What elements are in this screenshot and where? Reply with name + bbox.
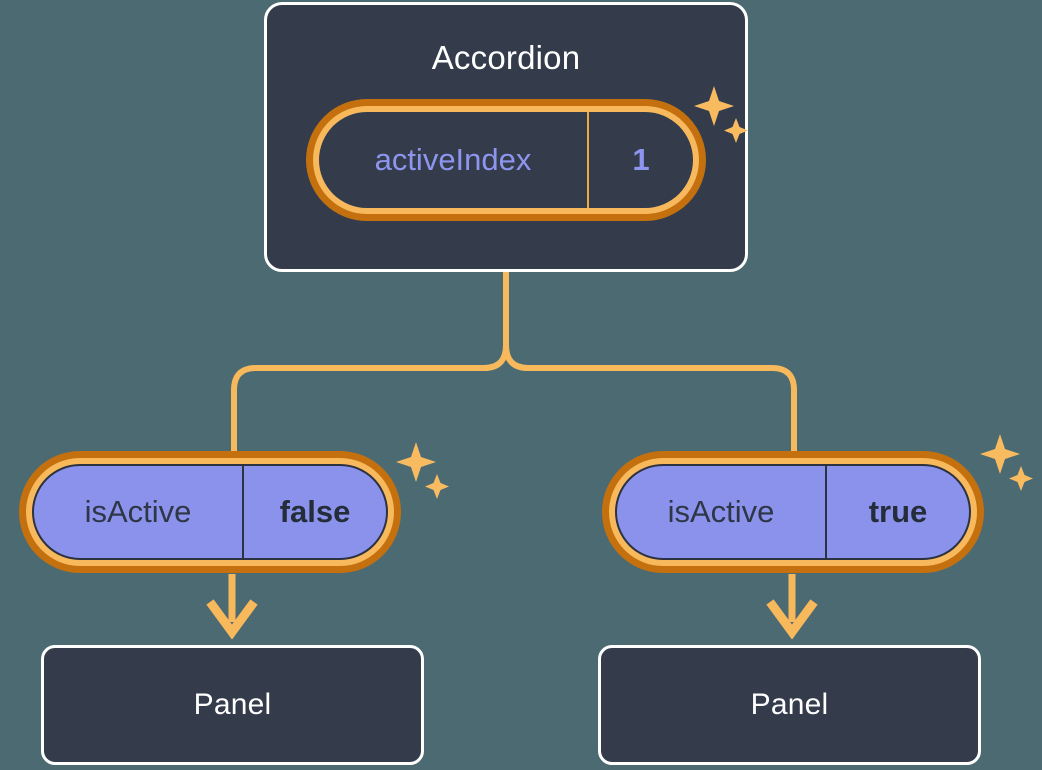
prop-badge-is-active-false[interactable]: isActive false [19, 451, 401, 573]
prop-badge-body: isActive false [32, 464, 388, 560]
connector-arrow-right-head [766, 599, 818, 640]
state-badge-key: activeIndex [319, 112, 589, 208]
prop-badge-key: isActive [617, 466, 827, 558]
prop-badge-body: isActive true [615, 464, 971, 560]
connector-branch-left [231, 344, 509, 452]
state-badge-active-index[interactable]: activeIndex 1 [306, 99, 706, 221]
accordion-title: Accordion [431, 39, 581, 76]
sparkle-icon [396, 442, 449, 499]
connector-branch-right [503, 344, 797, 452]
state-badge-value: 1 [632, 142, 650, 177]
panel-title-right: Panel [750, 688, 829, 721]
state-badge-body: activeIndex 1 [319, 112, 693, 208]
panel-title-left: Panel [193, 688, 272, 721]
prop-badge-is-active-true[interactable]: isActive true [602, 451, 984, 573]
connector-arrow-left-head [206, 599, 258, 640]
sparkle-icon [980, 434, 1033, 491]
prop-badge-key: isActive [34, 466, 244, 558]
panel-node-card-right[interactable]: Panel [598, 645, 981, 765]
prop-badge-value: false [279, 494, 351, 529]
prop-badge-value: true [868, 494, 928, 529]
panel-node-card-left[interactable]: Panel [41, 645, 424, 765]
